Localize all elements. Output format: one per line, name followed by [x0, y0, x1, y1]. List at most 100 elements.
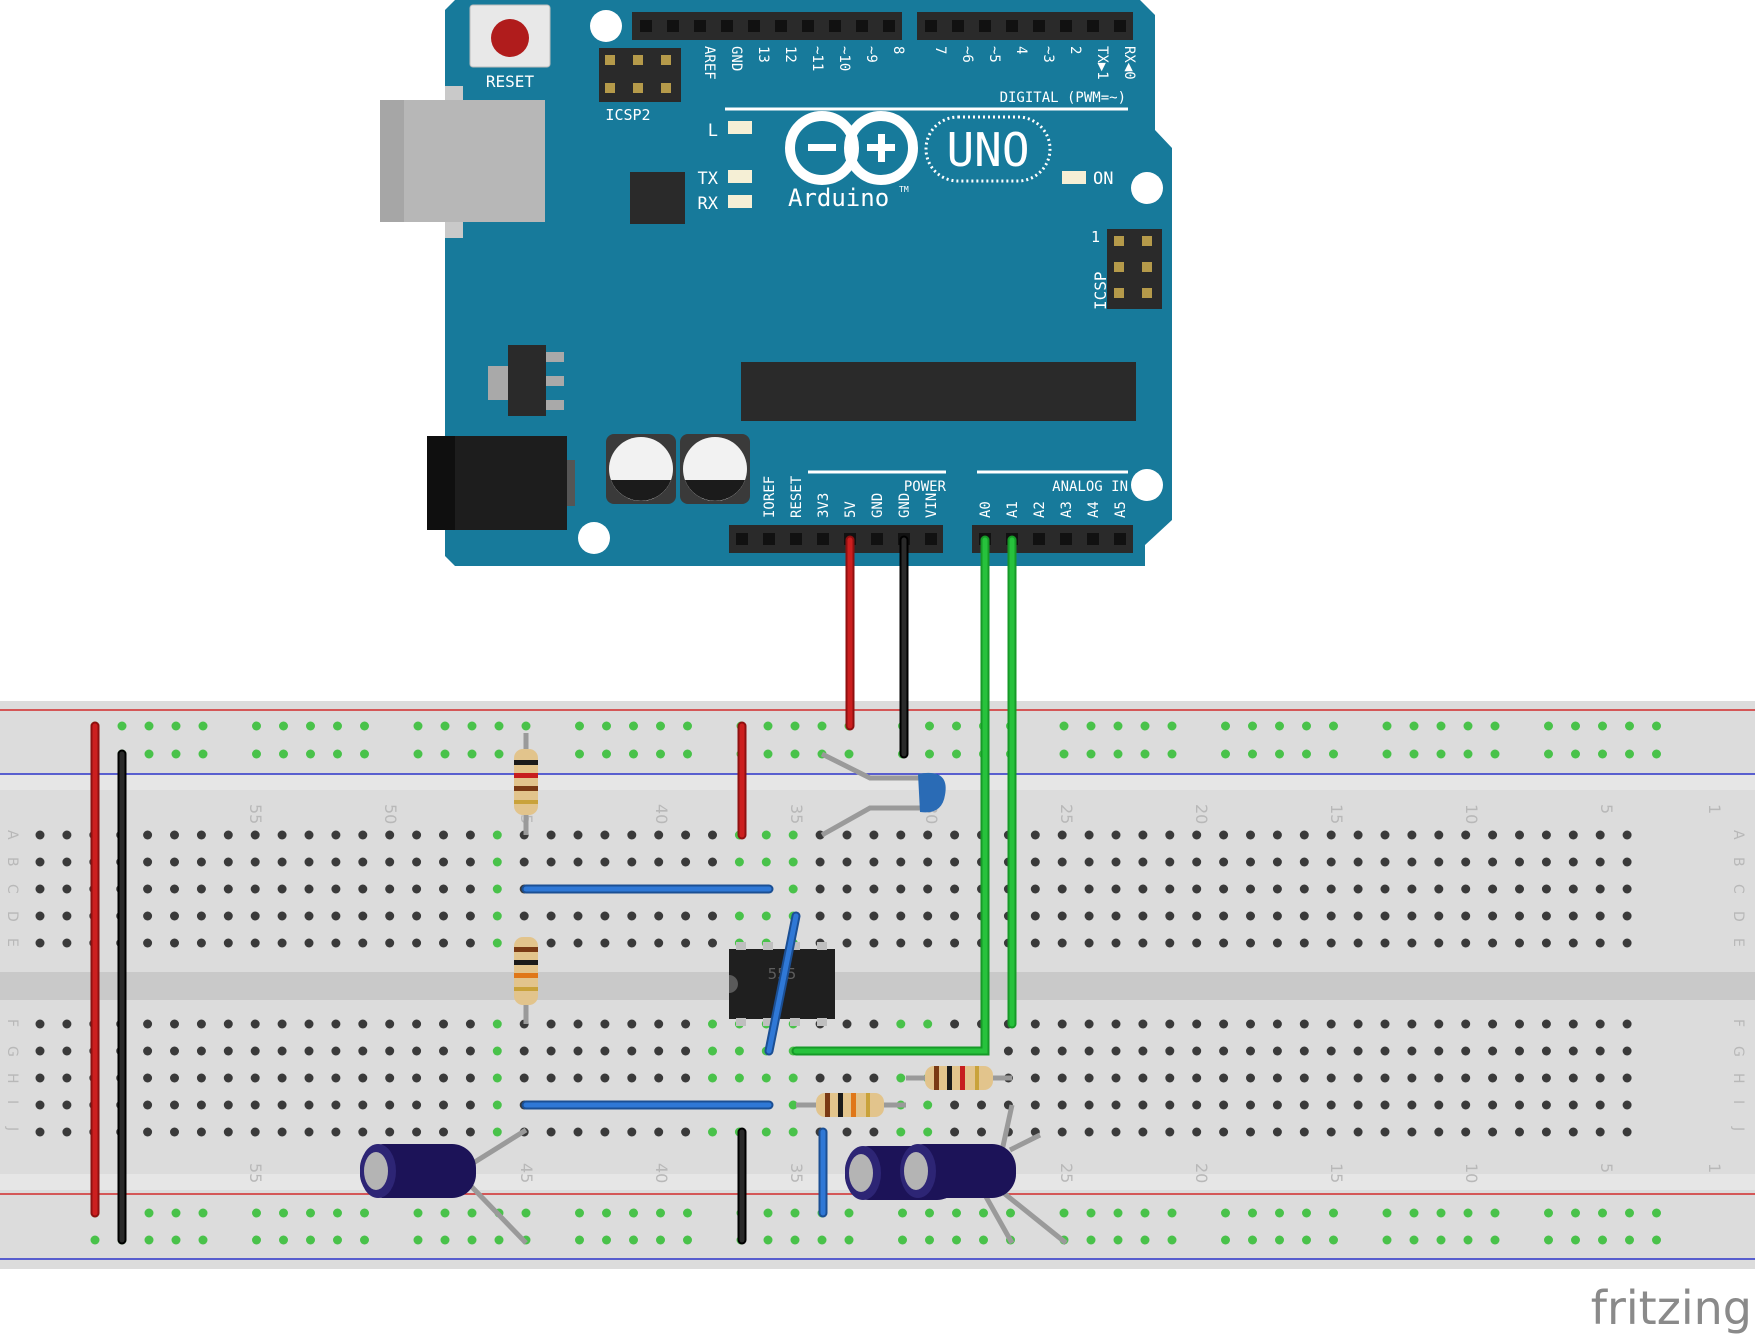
breadboard-hole	[1272, 1046, 1282, 1056]
rail-hole	[629, 749, 638, 759]
breadboard-hole	[1541, 884, 1551, 894]
breadboard-hole	[1084, 830, 1094, 840]
breadboard-hole	[1057, 830, 1067, 840]
rail-hole	[1436, 1208, 1446, 1218]
wire-a0[interactable]	[791, 535, 990, 1056]
breadboard-hole	[331, 1073, 341, 1083]
breadboard-hole	[1353, 1100, 1363, 1110]
breadboard-hole	[331, 1127, 341, 1137]
breadboard-hole	[35, 911, 45, 921]
rail-hole	[1571, 1235, 1580, 1245]
breadboard-hole	[1165, 911, 1175, 921]
board-capacitor	[680, 434, 750, 504]
breadboard-hole	[1111, 830, 1121, 840]
rail-hole	[1598, 721, 1607, 731]
rail-hole	[1409, 1208, 1419, 1218]
breadboard-hole	[250, 1019, 260, 1029]
row-letter: D	[1730, 911, 1746, 922]
breadboard-hole	[896, 1073, 906, 1083]
breadboard-hole	[1622, 938, 1632, 948]
breadboard-hole	[1407, 1046, 1417, 1056]
rail-hole	[1248, 749, 1257, 759]
breadboard-hole	[1326, 1046, 1336, 1056]
rail-hole	[171, 1235, 181, 1245]
rail-hole	[1221, 749, 1230, 759]
breadboard-hole	[950, 1100, 960, 1110]
rail-hole	[1544, 1208, 1553, 1218]
rail-hole	[1409, 749, 1419, 759]
rail-hole	[952, 749, 961, 759]
breadboard-hole	[1299, 1127, 1309, 1137]
breadboard-hole	[1407, 857, 1417, 867]
header-pin	[952, 20, 964, 32]
breadboard-hole	[681, 1046, 691, 1056]
breadboard-hole	[1299, 1100, 1309, 1110]
breadboard-hole	[708, 1019, 717, 1029]
digital-pin-label: ~3	[1040, 46, 1056, 63]
wire-blue[interactable]	[764, 911, 801, 1056]
breadboard-hole	[277, 1127, 287, 1137]
breadboard-hole	[196, 1100, 206, 1110]
header-pin	[667, 20, 679, 32]
breadboard-hole	[62, 884, 72, 894]
column-number: 5	[1597, 1163, 1616, 1173]
board-capacitor	[606, 434, 676, 504]
breadboard-hole	[573, 1127, 583, 1137]
icsp-pin1: 1	[1091, 228, 1100, 246]
rail-hole	[602, 1235, 611, 1245]
breadboard-hole	[1326, 884, 1336, 894]
led-l-label: L	[708, 121, 718, 141]
breadboard-hole	[1299, 938, 1309, 948]
breadboard-hole	[1353, 938, 1363, 948]
breadboard-hole	[1084, 884, 1094, 894]
reset-button[interactable]	[469, 4, 551, 68]
rail-hole	[413, 1208, 423, 1218]
led-on-label: ON	[1093, 169, 1113, 189]
breadboard-hole	[331, 1100, 341, 1110]
breadboard-hole	[277, 938, 287, 948]
icsp2-label: ICSP2	[605, 106, 650, 124]
rail-hole	[1436, 749, 1446, 759]
analog-pin-label: A5	[1113, 501, 1129, 518]
digital-pin-label: 4	[1013, 46, 1029, 54]
breadboard-hole	[761, 857, 771, 867]
breadboard-hole	[1515, 1019, 1524, 1029]
breadboard-hole	[1380, 1073, 1390, 1083]
breadboard-hole	[492, 857, 502, 867]
breadboard-hole	[1246, 830, 1255, 840]
breadboard-hole	[1568, 1073, 1578, 1083]
breadboard-hole	[1138, 1073, 1148, 1083]
rail-hole	[656, 749, 665, 759]
header-pin	[856, 20, 868, 32]
breadboard-hole	[170, 911, 179, 921]
breadboard-hole	[465, 938, 475, 948]
breadboard-hole	[62, 911, 72, 921]
breadboard-hole	[1326, 857, 1336, 867]
breadboard-hole	[1380, 830, 1390, 840]
breadboard-hole	[546, 1127, 556, 1137]
rail-hole	[1086, 1208, 1096, 1218]
rail-hole	[521, 721, 531, 731]
breadboard-hole	[1272, 1073, 1282, 1083]
resistor	[514, 937, 538, 1005]
breadboard-hole	[1299, 1073, 1309, 1083]
breadboard-hole	[681, 830, 691, 840]
breadboard-hole	[412, 938, 422, 948]
breadboard-hole	[196, 1127, 206, 1137]
analog-header	[972, 525, 1133, 553]
analog-pin-label: A4	[1086, 501, 1102, 518]
breadboard-hole	[896, 884, 906, 894]
breadboard-hole	[654, 1127, 664, 1137]
rail-hole	[1275, 1208, 1284, 1218]
breadboard-hole	[519, 857, 529, 867]
breadboard-hole	[1515, 1073, 1524, 1083]
rail-hole	[763, 721, 773, 731]
rail-hole	[440, 1208, 450, 1218]
rail-hole	[1302, 749, 1311, 759]
breadboard-hole	[1434, 938, 1444, 948]
breadboard-hole	[304, 830, 314, 840]
digital-pin-label: ~6	[959, 46, 975, 63]
breadboard-hole	[1030, 1073, 1040, 1083]
rail-hole	[925, 721, 934, 731]
rail-hole	[360, 1235, 369, 1245]
